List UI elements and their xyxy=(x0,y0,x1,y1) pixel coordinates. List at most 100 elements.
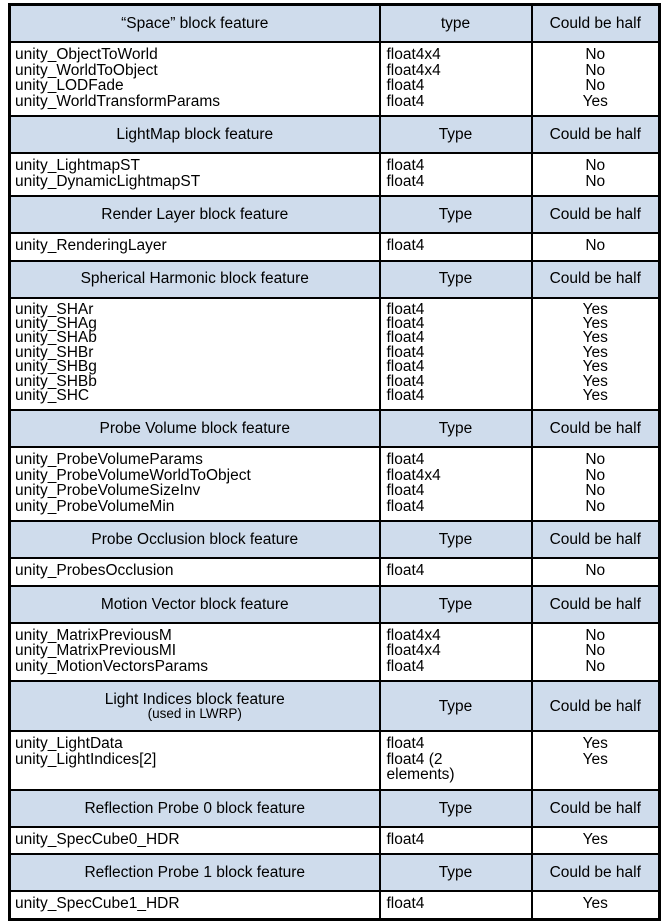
section-header-title: Light Indices block feature xyxy=(104,690,285,708)
feature-name-cell-line: unity_SHAr xyxy=(15,300,94,318)
section-header-title: Reflection Probe 0 block feature xyxy=(84,799,306,817)
feature-name-cell-line: unity_RenderingLayer xyxy=(15,237,167,254)
section-header-could-be-half: Could be half xyxy=(530,259,661,299)
section-header-type: Type xyxy=(378,115,533,154)
type-cell-line: float4 xyxy=(386,77,425,94)
could-be-half-cell-line: No xyxy=(585,562,606,580)
feature-name-cell-line: unity_SpecCube1_HDR xyxy=(15,895,180,913)
type-cell-line: float4 xyxy=(386,895,425,913)
could-be-half-cell: Yes xyxy=(530,825,661,856)
could-be-half-cell-line: No xyxy=(585,77,606,94)
section-header-type: Type xyxy=(378,409,533,449)
could-be-half-cell-line: No xyxy=(585,157,606,174)
could-be-half-cell-line: Yes xyxy=(582,300,608,318)
section-header-feature: Render Layer block feature xyxy=(8,195,381,234)
feature-name-cell-line: unity_SpecCube0_HDR xyxy=(15,830,180,848)
type-cell-line: float4 xyxy=(386,451,425,469)
section-header-title: Motion Vector block feature xyxy=(100,595,289,613)
section-header-could-be-half: Could be half xyxy=(530,195,661,234)
section-header-could-be-half: Could be half xyxy=(530,680,661,733)
could-be-half-cell-line: Yes xyxy=(582,830,608,848)
type-cell-line: float4 xyxy=(386,172,425,190)
feature-name-cell-line: unity_ProbeVolumeMin xyxy=(15,497,175,515)
type-cell-line: float4 xyxy=(386,358,425,376)
feature-name-cell-line: unity_SHAg xyxy=(15,314,97,332)
type-cell: float4 xyxy=(378,557,533,587)
type-cell-line: float4 xyxy=(386,372,425,390)
type-cell-stack: float4 xyxy=(387,896,531,912)
could-be-half-cell: No xyxy=(530,557,661,587)
could-be-half-cell-line: Yes xyxy=(582,750,608,768)
feature-name-cell-line: unity_LightIndices[2] xyxy=(15,750,157,768)
type-cell-line: float4 xyxy=(386,343,425,361)
could-be-half-cell-line: No xyxy=(585,172,606,190)
feature-name-cell-line: unity_ProbeVolumeSizeInv xyxy=(15,482,201,500)
section-header-feature: Spherical Harmonic block feature xyxy=(8,259,381,299)
section-header-type: Type xyxy=(378,259,533,299)
section-header-feature: Probe Volume block feature xyxy=(8,409,381,449)
could-be-half-cell-line: Yes xyxy=(582,329,608,347)
could-be-half-cell-line: Yes xyxy=(582,735,608,753)
type-cell-line: float4 xyxy=(386,329,425,347)
could-be-half-cell-stack: Yes xyxy=(533,896,659,912)
table-row: unity_ProbesOcclusion float4 No xyxy=(8,557,661,587)
section-header-type: Type xyxy=(378,584,533,624)
type-cell: float4 xyxy=(378,890,533,921)
type-cell-line: float4x4 xyxy=(386,61,441,79)
feature-name-cell-line: unity_MatrixPreviousMI xyxy=(15,642,177,660)
feature-name-cell-line: unity_WorldTransformParams xyxy=(15,92,221,110)
could-be-half-cell-line: No xyxy=(585,61,606,79)
could-be-half-cell-line: No xyxy=(585,237,606,254)
feature-name-cell-line: unity_SHBr xyxy=(15,343,94,361)
section-header-could-be-half: Could be half xyxy=(530,788,661,828)
feature-name-cell-line: unity_ProbesOcclusion xyxy=(15,562,174,580)
section-header-could-be-half: Could be half xyxy=(530,853,661,893)
feature-name-cell-line: unity_ProbeVolumeWorldToObject xyxy=(15,466,251,484)
type-cell-line: float4 xyxy=(386,657,425,675)
table-row: unity_RenderingLayer float4 No xyxy=(8,232,661,262)
type-cell-line: float4 xyxy=(386,157,425,174)
type-cell: float4 xyxy=(378,825,533,856)
could-be-half-cell-line: No xyxy=(585,451,606,469)
type-cell-stack: float4 xyxy=(387,832,531,848)
type-cell-line: float4 xyxy=(386,237,425,254)
could-be-half-cell-line: No xyxy=(585,466,606,484)
section-header-title: Probe Occlusion block feature xyxy=(91,531,299,549)
section-header-title: Probe Volume block feature xyxy=(99,420,290,438)
type-cell-line: float4 xyxy=(386,482,425,500)
could-be-half-cell-stack: No xyxy=(533,238,659,254)
section-header-type: Type xyxy=(378,853,533,893)
could-be-half-cell: No xyxy=(530,232,661,262)
feature-name-cell-stack: unity_RenderingLayer xyxy=(15,238,379,254)
type-cell-line: float4 xyxy=(386,497,425,515)
